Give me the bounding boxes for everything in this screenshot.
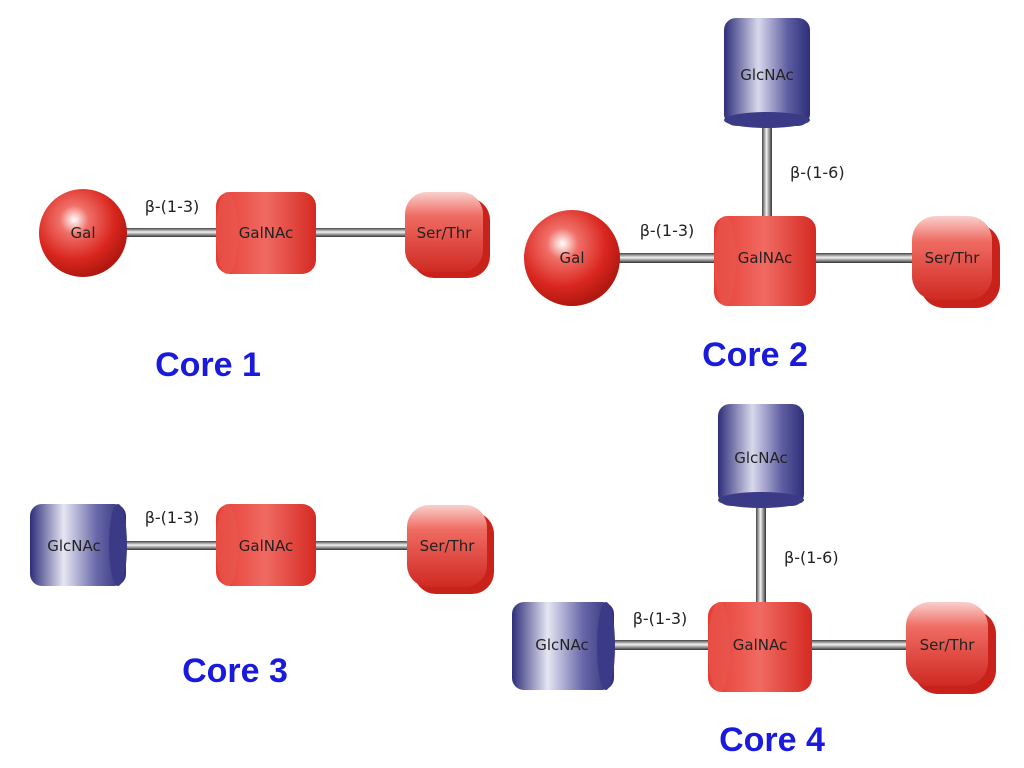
core4-beta16-label: β-(1-6) bbox=[784, 548, 839, 567]
core2-linker-galnac-glcnac bbox=[762, 124, 772, 220]
core3-linker-glcnac-galnac bbox=[122, 541, 220, 550]
core2-beta13-label: β-(1-3) bbox=[640, 221, 695, 240]
core3-beta13-label: β-(1-3) bbox=[145, 508, 200, 527]
core3-glcnac-cylinder: GlcNAc bbox=[30, 504, 127, 586]
core1-beta13-label: β-(1-3) bbox=[145, 197, 200, 216]
core1-serthr-label: Ser/Thr bbox=[417, 224, 473, 242]
core4-title: Core 4 bbox=[719, 721, 825, 759]
core3-serthr-block: Ser/Thr bbox=[407, 505, 494, 594]
core-2-diagram: GlcNAc Gal GalNAc Ser/Thr β-(1-3) β-(1-6… bbox=[524, 18, 1000, 374]
core2-galnac-cylinder: GalNAc bbox=[714, 216, 816, 306]
core4-beta13-label: β-(1-3) bbox=[633, 609, 688, 628]
core2-serthr-label: Ser/Thr bbox=[925, 249, 981, 267]
core2-serthr-block: Ser/Thr bbox=[912, 216, 1000, 308]
core2-beta16-label: β-(1-6) bbox=[790, 163, 845, 182]
core2-linker-galnac-serthr bbox=[812, 253, 916, 263]
core3-serthr-label: Ser/Thr bbox=[420, 537, 476, 555]
core2-glcnac-cylinder: GlcNAc bbox=[724, 18, 810, 128]
core4-glcnac-cylinder: GlcNAc bbox=[718, 404, 804, 508]
core-3-diagram: GlcNAc GalNAc Ser/Thr β-(1-3) Core 3 bbox=[30, 504, 494, 690]
core1-gal-label: Gal bbox=[71, 224, 96, 242]
core1-serthr-block: Ser/Thr bbox=[405, 192, 490, 278]
core2-gal-label: Gal bbox=[560, 249, 585, 267]
core4-glcnac-left-label: GlcNAc bbox=[535, 636, 589, 654]
core3-linker-galnac-serthr bbox=[312, 541, 410, 550]
core1-linker-galnac-serthr bbox=[312, 228, 408, 237]
core4-glcnac-left-cylinder: GlcNAc bbox=[512, 602, 615, 690]
core2-gal-sphere: Gal bbox=[524, 210, 620, 306]
core2-linker-gal-galnac bbox=[614, 253, 718, 263]
core1-galnac-cylinder: GalNAc bbox=[216, 192, 316, 274]
core4-linker-glcnac-galnac bbox=[610, 640, 714, 650]
core1-title: Core 1 bbox=[155, 346, 261, 384]
core4-galnac-cylinder: GalNAc bbox=[708, 602, 812, 692]
core4-galnac-label: GalNAc bbox=[733, 636, 787, 654]
core4-linker-galnac-glcnac bbox=[756, 504, 766, 608]
core4-serthr-label: Ser/Thr bbox=[920, 636, 976, 654]
core3-title: Core 3 bbox=[182, 652, 288, 690]
core-1-diagram: Gal GalNAc Ser/Thr β-(1-3) Core 1 bbox=[39, 189, 490, 384]
core2-glcnac-label: GlcNAc bbox=[740, 66, 794, 84]
core4-linker-galnac-serthr bbox=[808, 640, 912, 650]
core3-glcnac-label: GlcNAc bbox=[47, 537, 101, 555]
core1-linker-gal-galnac bbox=[124, 228, 220, 237]
core2-title: Core 2 bbox=[702, 336, 808, 374]
core-4-diagram: GlcNAc GlcNAc GalNAc Ser/Thr β-(1-3) β-(… bbox=[512, 404, 996, 759]
core3-galnac-label: GalNAc bbox=[239, 537, 293, 555]
core4-serthr-block: Ser/Thr bbox=[906, 602, 996, 694]
core3-galnac-cylinder: GalNAc bbox=[216, 504, 316, 586]
core2-galnac-label: GalNAc bbox=[738, 249, 792, 267]
core4-glcnac-label: GlcNAc bbox=[734, 449, 788, 467]
core1-gal-sphere: Gal bbox=[39, 189, 127, 277]
core1-galnac-label: GalNAc bbox=[239, 224, 293, 242]
